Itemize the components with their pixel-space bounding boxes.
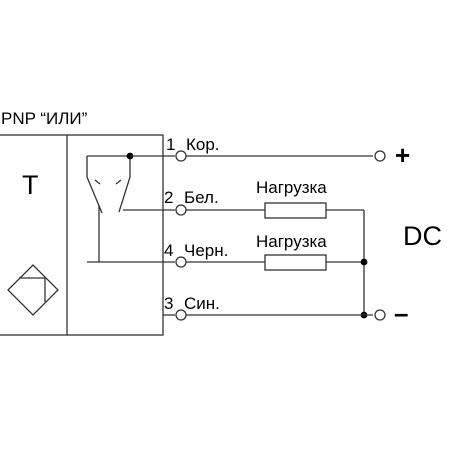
terminal-4-number: 4 xyxy=(164,241,173,260)
terminal-3-name: Син. xyxy=(184,294,220,313)
terminal-4-name: Черн. xyxy=(184,241,228,260)
plus-terminal-icon xyxy=(374,150,386,162)
load-resistor-1 xyxy=(264,202,327,219)
junction-dot xyxy=(360,258,368,266)
plus-sign: + xyxy=(395,140,410,170)
supply-label: DC xyxy=(403,221,442,251)
inductive-sensor-icon xyxy=(7,264,59,316)
minus-terminal-icon xyxy=(374,309,386,321)
terminal-2-name: Бел. xyxy=(184,188,219,207)
terminal-3-number: 3 xyxy=(164,294,173,313)
terminal-2-number: 2 xyxy=(164,188,173,207)
sensor-letter: T xyxy=(22,170,39,200)
terminal-1-name: Кор. xyxy=(186,135,220,154)
sensor-housing xyxy=(0,134,164,336)
minus-sign: – xyxy=(394,298,408,328)
switch-contacts xyxy=(86,155,175,263)
load-2-label: Нагрузка xyxy=(256,232,327,251)
terminal-1-number: 1 xyxy=(166,135,175,154)
diagram-title: PNP “ИЛИ” xyxy=(1,109,88,128)
load-1-label: Нагрузка xyxy=(256,178,327,197)
load-resistor-2 xyxy=(264,254,327,271)
terminal-1-icon xyxy=(175,150,187,162)
